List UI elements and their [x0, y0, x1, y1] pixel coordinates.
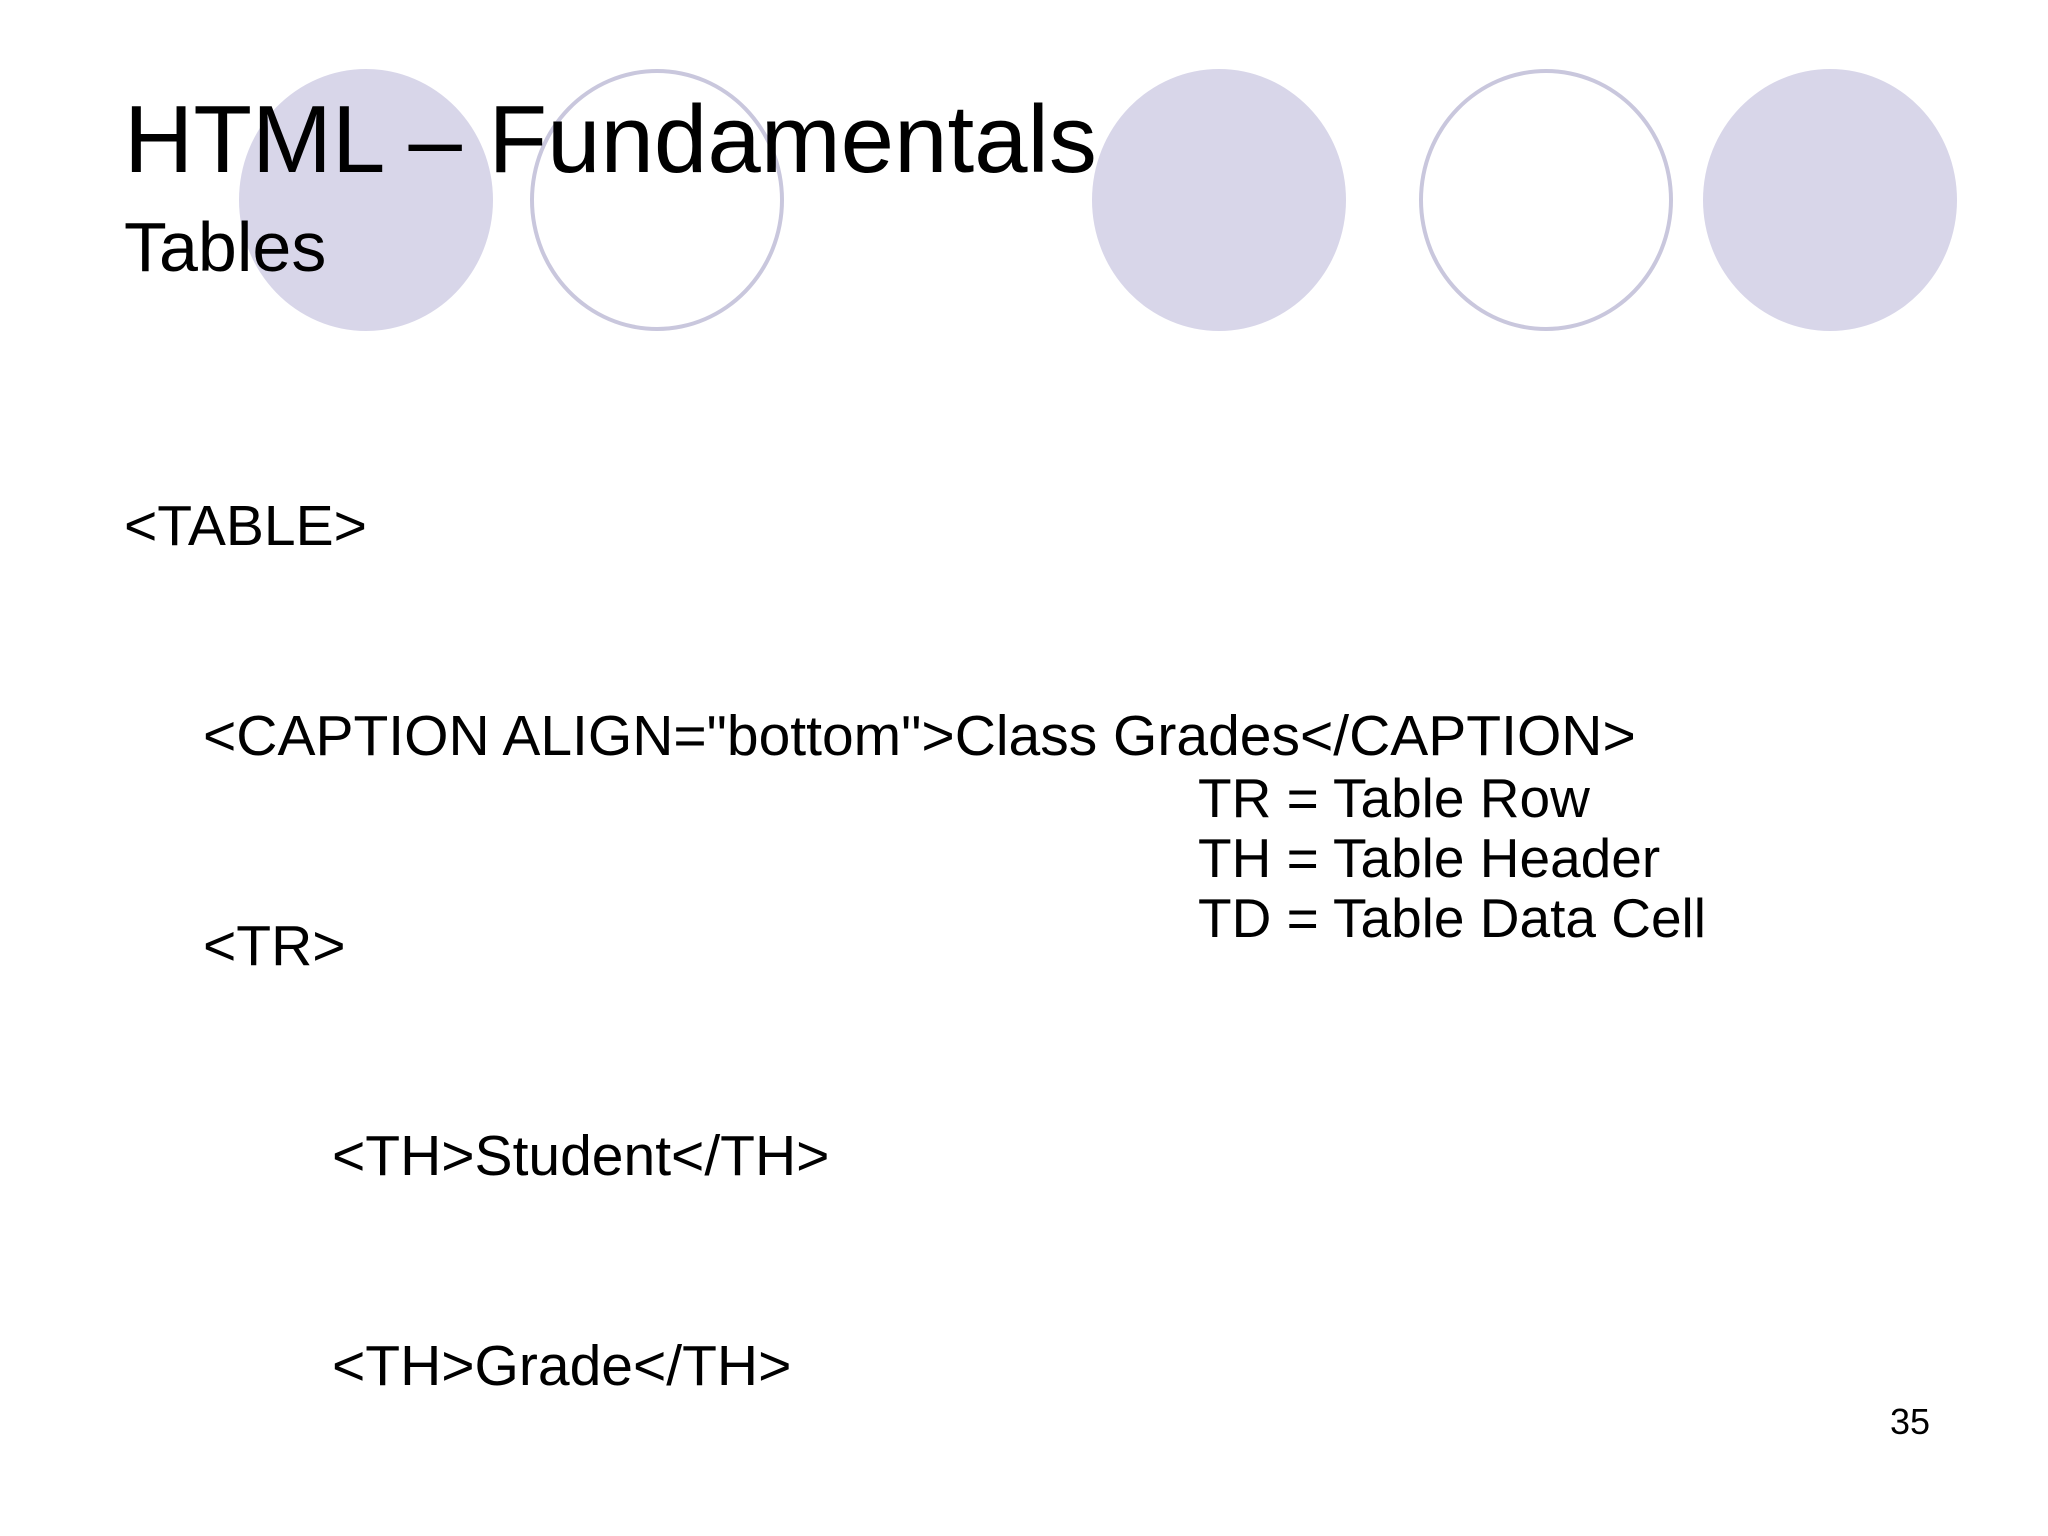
- tag-legend: TR = Table Row TH = Table Header TD = Ta…: [1198, 768, 1706, 948]
- slide-title: HTML – Fundamentals: [124, 86, 1097, 193]
- slide-subtitle: Tables: [124, 208, 327, 286]
- code-listing: <TABLE> <CAPTION ALIGN="bottom">Class Gr…: [124, 351, 1824, 1536]
- code-line: <TH>Student</TH>: [332, 1124, 830, 1188]
- decorative-ellipse-filled-2: [1092, 69, 1346, 331]
- code-line: <CAPTION ALIGN="bottom">Class Grades</CA…: [203, 704, 1636, 768]
- legend-item: TR = Table Row: [1198, 767, 1590, 829]
- code-line: <TR>: [203, 914, 346, 978]
- legend-item: TD = Table Data Cell: [1198, 887, 1706, 949]
- code-line: <TH>Grade</TH>: [332, 1334, 792, 1398]
- code-line: <TABLE>: [124, 494, 367, 558]
- decorative-ellipse-filled-1: [239, 69, 493, 331]
- decorative-ellipse-outline-1: [530, 69, 784, 331]
- legend-item: TH = Table Header: [1198, 827, 1661, 889]
- decorative-ellipse-filled-3: [1703, 69, 1957, 331]
- decorative-ellipse-outline-2: [1419, 69, 1673, 331]
- page-number: 35: [1890, 1401, 1931, 1442]
